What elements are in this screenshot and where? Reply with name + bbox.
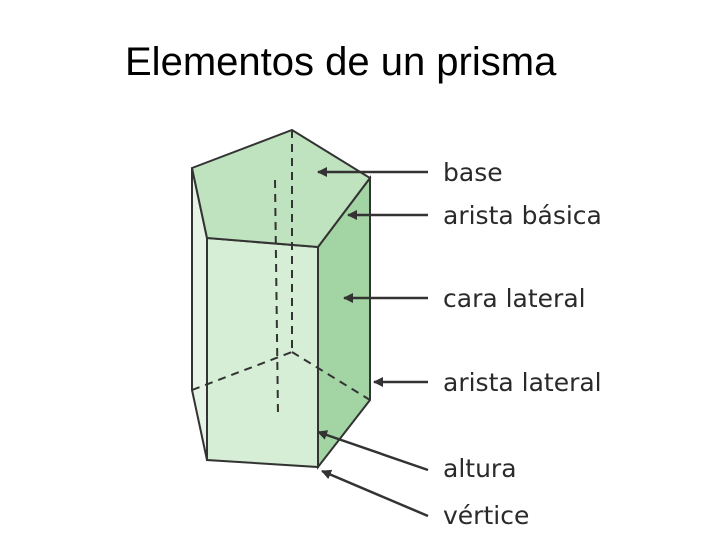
label-base: base (443, 158, 503, 187)
prism-front-face (206, 236, 319, 469)
arrow-altura (317, 430, 429, 472)
label-altura: altura (443, 454, 517, 483)
label-arista-lateral: arista lateral (443, 368, 602, 397)
hidden-base-edge-left (191, 351, 293, 391)
hidden-edges (191, 130, 371, 416)
hidden-base-edge-right (291, 351, 371, 401)
arrows (317, 167, 429, 518)
slide-title: Elementos de un prisma (125, 40, 557, 84)
height-line (274, 179, 279, 416)
label-cara-lateral: cara lateral (443, 284, 586, 313)
arrow-vertice (321, 469, 429, 518)
label-arista-basica: arista básica (443, 201, 602, 230)
label-vertice: vértice (443, 501, 529, 530)
prism-top-base (190, 128, 372, 249)
